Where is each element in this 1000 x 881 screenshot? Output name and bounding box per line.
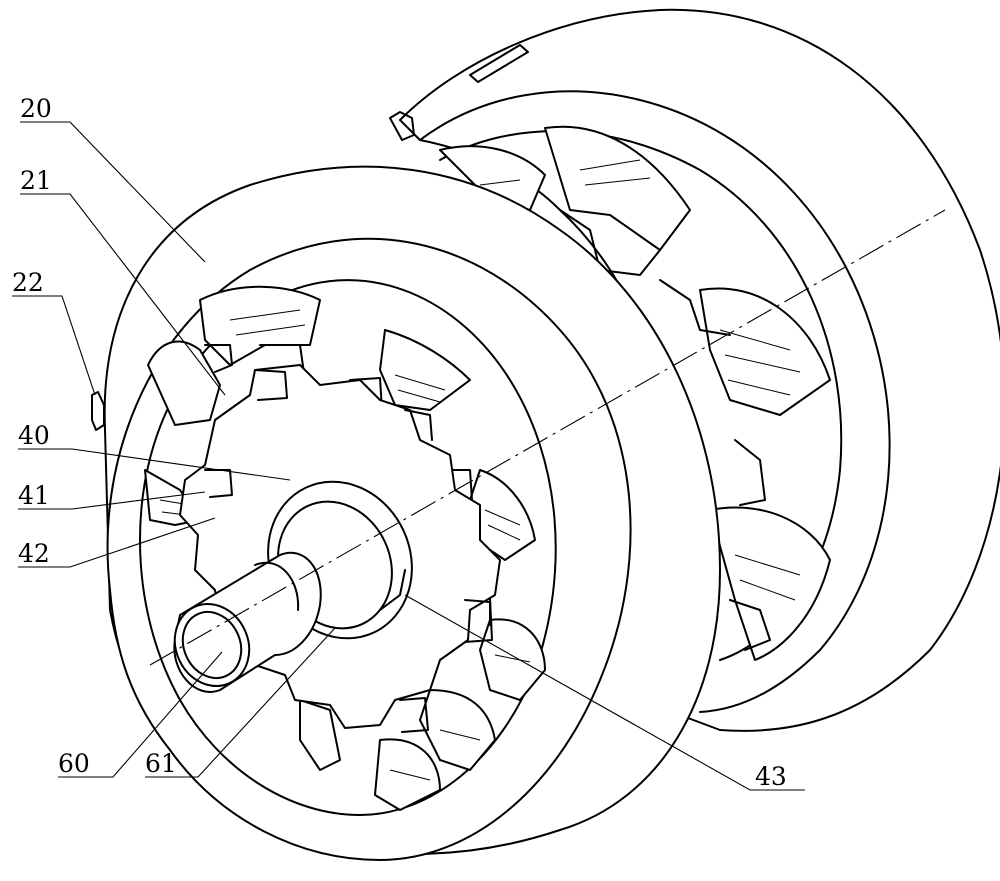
label-61: 61 — [145, 749, 177, 778]
label-42: 42 — [18, 539, 50, 568]
leader-42 — [18, 517, 216, 568]
reference-labels: 20 21 22 40 41 42 60 61 43 — [12, 94, 787, 791]
leader-22 — [12, 295, 96, 396]
leader-41 — [18, 491, 206, 510]
leader-60 — [58, 651, 223, 778]
leader-40 — [18, 448, 291, 481]
leader-21 — [20, 193, 226, 396]
leader-20 — [20, 121, 206, 263]
leader-61 — [145, 627, 336, 778]
rear-stator — [389, 8, 1000, 732]
label-60: 60 — [58, 749, 90, 778]
label-20: 20 — [20, 94, 52, 123]
label-22: 22 — [12, 268, 44, 297]
label-40: 40 — [18, 421, 50, 450]
leader-lines — [12, 121, 805, 791]
label-43: 43 — [755, 762, 787, 791]
center-axis-line — [149, 209, 946, 666]
label-21: 21 — [20, 166, 52, 195]
label-41: 41 — [18, 481, 50, 510]
leader-43 — [404, 594, 805, 791]
